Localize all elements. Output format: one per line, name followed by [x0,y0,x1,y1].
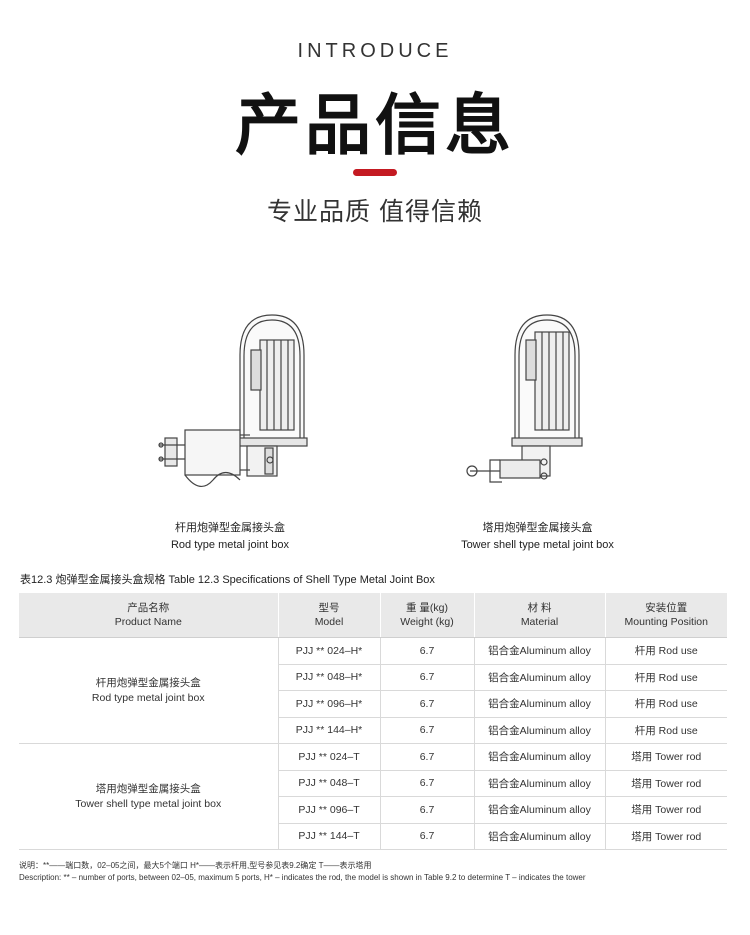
cell-model: PJJ ** 024–T [277,743,381,771]
rod-caption-en: Rod type metal joint box [170,539,289,551]
cell-mount: 塔用 Tower rod [604,796,727,824]
cell-weight: 6.7 [379,743,475,771]
cell-weight: 6.7 [379,769,475,797]
cell-material: 铝合金Aluminum alloy [473,822,606,850]
cell-material: 铝合金Aluminum alloy [473,637,606,665]
table-title: 表12.3 炮弹型金属接头盒规格 Table 12.3 Specificatio… [20,574,435,586]
note-cn: 说明：**——端口数，02–05之间，最大5个端口 H*——表示杆用,型号参见表… [19,861,372,870]
cell-material: 铝合金Aluminum alloy [473,769,606,797]
cell-material: 铝合金Aluminum alloy [473,716,606,744]
page-title: 产品信息 [235,87,515,164]
cell-model: PJJ ** 048–T [277,769,381,797]
intro-label: INTRODUCE [297,40,453,62]
tower-caption: 塔用炮弹型金属接头盒 Tower shell type metal joint … [430,520,645,554]
rod-caption-cn: 杆用炮弹型金属接头盒 [175,522,285,534]
cell-weight: 6.7 [379,822,475,850]
cell-weight: 6.7 [379,690,475,718]
cell-model: PJJ ** 096–T [277,796,381,824]
rod-caption: 杆用炮弹型金属接头盒 Rod type metal joint box [130,520,330,554]
cell-mount: 杆用 Rod use [604,690,727,718]
table-row: PJJ ** 144–H* 6.7 铝合金Aluminum alloy 杆用 R… [19,716,727,744]
cell-mount: 塔用 Tower rod [604,822,727,850]
table-row: PJJ ** 144–T 6.7 铝合金Aluminum alloy 塔用 To… [19,822,727,850]
tower-caption-cn: 塔用炮弹型金属接头盒 [482,522,593,534]
cell-mount: 杆用 Rod use [604,637,727,665]
cell-material: 铝合金Aluminum alloy [473,663,606,691]
cell-material: 铝合金Aluminum alloy [473,690,606,718]
note-en: Description: ** – number of ports, betwe… [19,873,586,882]
cell-mount: 杆用 Rod use [604,663,727,691]
accent-bar [353,169,397,176]
rod-joint-box-drawing [155,310,320,505]
cell-material: 铝合金Aluminum alloy [473,743,606,771]
tower-caption-en: Tower shell type metal joint box [461,539,614,551]
cell-weight: 6.7 [379,796,475,824]
cell-mount: 杆用 Rod use [604,716,727,744]
cell-weight: 6.7 [379,716,475,744]
cell-mount: 塔用 Tower rod [604,769,727,797]
cell-material: 铝合金Aluminum alloy [473,796,606,824]
cell-mount: 塔用 Tower rod [604,743,727,771]
cell-model: PJJ ** 096–H* [277,690,381,718]
cell-model: PJJ ** 024–H* [277,637,381,665]
cell-model: PJJ ** 144–H* [277,716,381,744]
cell-weight: 6.7 [379,663,475,691]
header-weight: 重 量(kg)Weight (kg) [380,593,475,638]
table-row: PJJ ** 096–T 6.7 铝合金Aluminum alloy 塔用 To… [19,796,727,824]
slogan: 专业品质 值得信赖 [267,198,483,226]
tower-joint-box-drawing [460,310,610,505]
cell-weight: 6.7 [379,637,475,665]
cell-model: PJJ ** 048–H* [277,663,381,691]
cell-model: PJJ ** 144–T [277,822,381,850]
